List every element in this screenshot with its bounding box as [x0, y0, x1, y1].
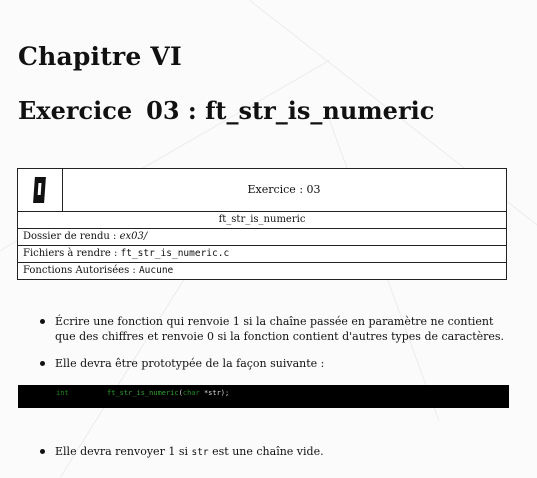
chapter-title: Chapitre VI: [18, 42, 182, 71]
function-name: ft_str_is_numeric: [218, 214, 306, 225]
exercise-title-prefix: Exercice: [18, 96, 133, 125]
bullet-item-2: Elle devra être prototypée de la façon s…: [40, 356, 510, 371]
code-block: int ft_str_is_numeric(char *str);: [18, 385, 509, 408]
fichiers-value: ft_str_is_numeric.c: [120, 248, 230, 259]
code-open-paren: (: [178, 389, 183, 397]
bullet-item-3: Elle devra renvoyer 1 si str est une cha…: [40, 444, 510, 460]
exercise-info-table: Exercice : 03 ft_str_is_numeric Dossier …: [17, 168, 507, 280]
fichiers-row: Fichiers à rendre : ft_str_is_numeric.c: [18, 246, 506, 263]
bullet-text-1: Écrire une fonction qui renvoie 1 si la …: [55, 315, 505, 343]
school-logo-icon: [18, 169, 63, 211]
bullet-text-2: Elle devra être prototypée de la façon s…: [55, 357, 325, 370]
bullet-dot-icon: [40, 361, 45, 366]
code-param: *str);: [199, 389, 230, 397]
function-name-row: ft_str_is_numeric: [18, 212, 506, 229]
fonctions-value: Aucune: [138, 265, 174, 276]
dossier-value: ex03/: [119, 231, 148, 242]
bullet-3-prefix: Elle devra renvoyer 1 si: [55, 445, 192, 458]
code-function-name: ft_str_is_numeric: [107, 389, 179, 397]
fonctions-row: Fonctions Autorisées : Aucune: [18, 263, 506, 279]
info-header-row: Exercice : 03: [18, 169, 506, 212]
bullet-3-suffix: est une chaîne vide.: [208, 445, 324, 458]
exercise-title: Exercice 03 : ft_str_is_numeric: [18, 96, 434, 125]
fichiers-label: Fichiers à rendre :: [23, 248, 121, 259]
exercise-number-label: Exercice : 03: [247, 183, 321, 196]
dossier-label: Dossier de rendu :: [23, 231, 120, 242]
code-prototype: ft_str_is_numeric(char *str);: [107, 389, 229, 397]
code-return-type: int: [56, 389, 69, 397]
bullet-item-1: Écrire une fonction qui renvoie 1 si la …: [40, 314, 510, 344]
bullet-dot-icon: [40, 319, 45, 324]
bullet-text-3: Elle devra renvoyer 1 si str est une cha…: [55, 444, 510, 460]
bullet-dot-icon: [40, 449, 45, 454]
code-param-type: char: [182, 389, 200, 397]
exercise-title-rest: 03 : ft_str_is_numeric: [146, 96, 435, 125]
bullet-3-code: str: [191, 447, 209, 458]
dossier-row: Dossier de rendu : ex03/: [18, 229, 506, 246]
fonctions-label: Fonctions Autorisées :: [23, 265, 139, 276]
